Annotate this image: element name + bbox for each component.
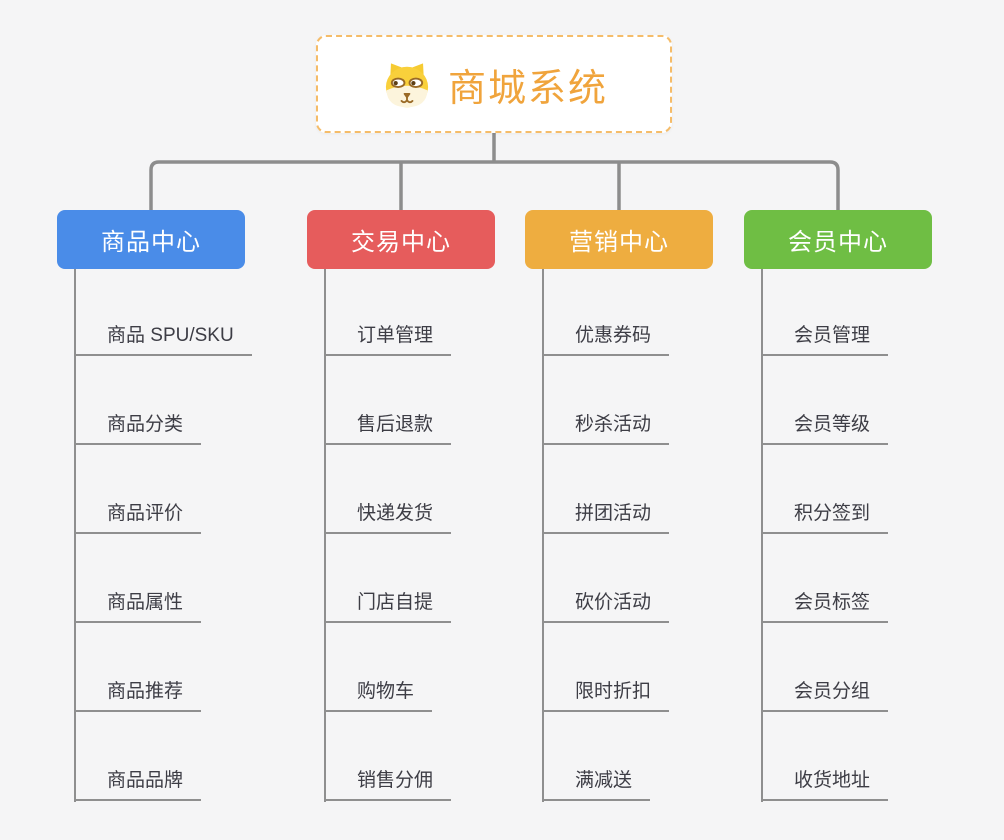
- branch-trade-center[interactable]: 交易中心: [307, 210, 495, 269]
- leaf-item[interactable]: 会员等级: [761, 412, 889, 445]
- leaf-item[interactable]: 商品评价: [74, 501, 202, 534]
- leaf-item[interactable]: 商品分类: [74, 412, 202, 445]
- branch-label: 商品中心: [101, 229, 201, 256]
- branch-member-center[interactable]: 会员中心: [744, 210, 932, 269]
- leaf-item[interactable]: 限时折扣: [542, 679, 670, 712]
- leaf-item[interactable]: 秒杀活动: [542, 412, 670, 445]
- leaf-item[interactable]: 优惠券码: [542, 323, 670, 356]
- leaf-item[interactable]: 拼团活动: [542, 501, 670, 534]
- branch-product-center-children: 商品 SPU/SKU 商品分类 商品评价 商品属性 商品推荐 商品品牌: [74, 269, 252, 802]
- leaf-item[interactable]: 积分签到: [761, 501, 889, 534]
- leaf-item[interactable]: 商品 SPU/SKU: [74, 323, 252, 356]
- root-node[interactable]: 商城系统: [316, 35, 672, 133]
- branch-marketing-center-children: 优惠券码 秒杀活动 拼团活动 砍价活动 限时折扣 满减送: [542, 269, 670, 802]
- leaf-item[interactable]: 会员管理: [761, 323, 889, 356]
- branch-label: 交易中心: [351, 229, 451, 256]
- leaf-item[interactable]: 快递发货: [324, 501, 452, 534]
- leaf-item[interactable]: 收货地址: [761, 768, 889, 801]
- leaf-item[interactable]: 售后退款: [324, 412, 452, 445]
- leaf-item[interactable]: 销售分佣: [324, 768, 452, 801]
- branch-label: 会员中心: [788, 229, 888, 256]
- leaf-item[interactable]: 会员分组: [761, 679, 889, 712]
- leaf-item[interactable]: 商品品牌: [74, 768, 202, 801]
- leaf-item[interactable]: 订单管理: [324, 323, 452, 356]
- leaf-item[interactable]: 会员标签: [761, 590, 889, 623]
- leaf-item[interactable]: 砍价活动: [542, 590, 670, 623]
- branch-marketing-center[interactable]: 营销中心: [525, 210, 713, 269]
- leaf-item[interactable]: 商品推荐: [74, 679, 202, 712]
- leaf-item[interactable]: 满减送: [542, 768, 651, 801]
- branch-product-center[interactable]: 商品中心: [57, 210, 245, 269]
- dog-face-icon: [385, 62, 429, 107]
- leaf-item[interactable]: 门店自提: [324, 590, 452, 623]
- branch-member-center-children: 会员管理 会员等级 积分签到 会员标签 会员分组 收货地址: [761, 269, 889, 802]
- leaf-item[interactable]: 购物车: [324, 679, 433, 712]
- root-title: 商城系统: [447, 67, 608, 110]
- branch-trade-center-children: 订单管理 售后退款 快递发货 门店自提 购物车 销售分佣: [324, 269, 452, 802]
- leaf-item[interactable]: 商品属性: [74, 590, 202, 623]
- branch-label: 营销中心: [569, 229, 669, 256]
